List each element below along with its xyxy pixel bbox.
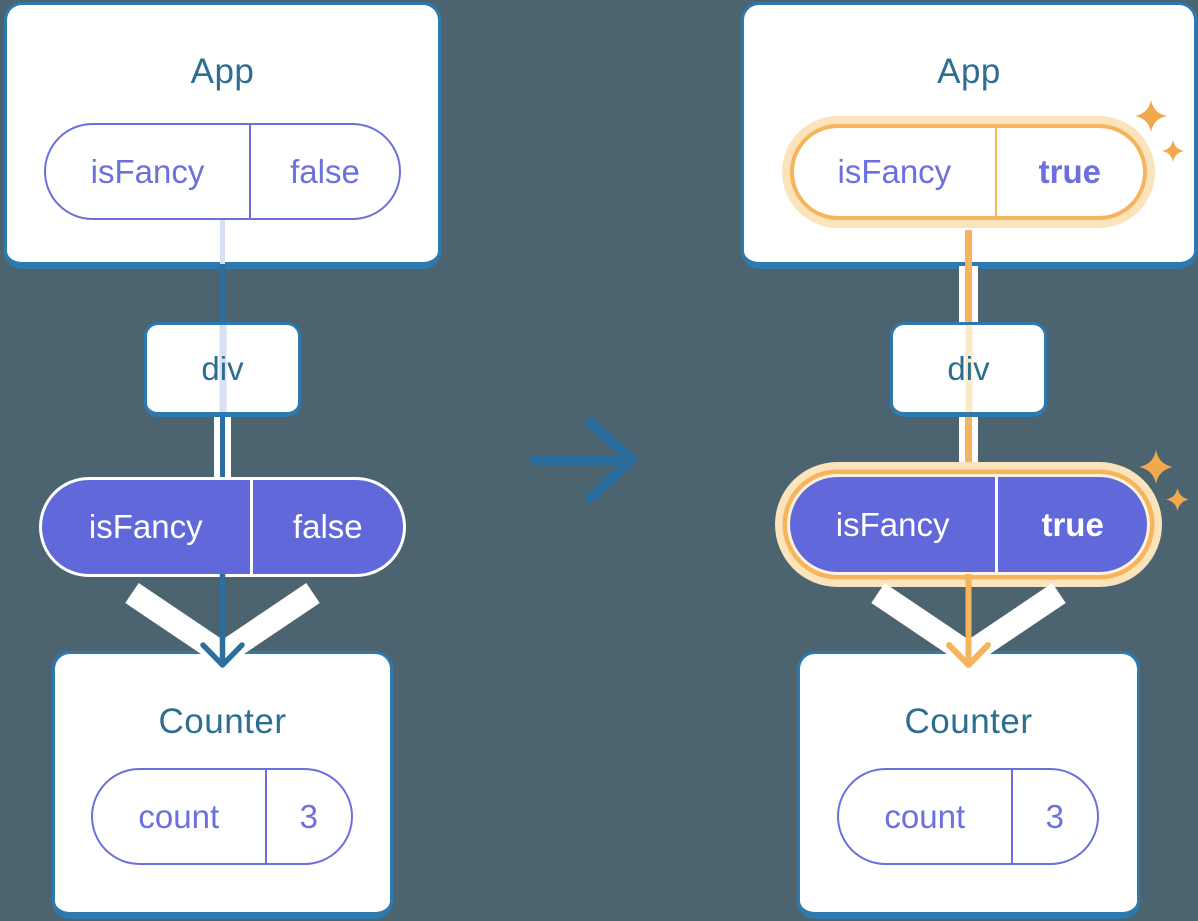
prop-line-inside-app (965, 230, 972, 266)
prop-flow-line-left (959, 266, 965, 322)
sparkle-icon (1139, 450, 1173, 484)
div-to-pill-line (965, 417, 972, 467)
app-card (741, 2, 1197, 269)
passed-prop-pill-highlighted: isFancy true (790, 477, 1147, 572)
div-box: div (144, 322, 301, 417)
app-prop-pill-highlighted: isFancy true (790, 124, 1147, 220)
counter-card (797, 651, 1140, 919)
prop-stripe (219, 325, 226, 412)
prop-flow-line-right (972, 266, 978, 322)
div-label: div (947, 349, 990, 387)
div-label: div (201, 349, 244, 387)
chevron-down-icon (871, 583, 1066, 669)
prop-key: isFancy (794, 128, 997, 216)
chevron-down-icon (125, 583, 320, 669)
prop-flow-line-left (214, 417, 220, 481)
prop-key: isFancy (42, 480, 253, 574)
prop-flow-line-right (225, 417, 231, 481)
prop-flow-line-left (959, 417, 965, 467)
right-arrow-icon (529, 417, 637, 503)
app-to-div-line (965, 266, 972, 322)
state-value: 3 (1045, 797, 1064, 835)
app-card (4, 2, 441, 269)
sparkle-icon (1135, 100, 1167, 132)
counter-card (52, 651, 393, 919)
prop-line-inside-app (220, 220, 225, 264)
state-key: count (93, 770, 267, 863)
prop-key: isFancy (790, 477, 999, 572)
prop-value: false (292, 508, 363, 545)
prop-value: true (1038, 153, 1101, 190)
counter-title: Counter (904, 702, 1033, 741)
app-title: App (937, 52, 1001, 91)
div-to-pill-line (220, 417, 225, 481)
prop-flow-line-right (972, 417, 978, 467)
down-arrow-icon (200, 574, 245, 668)
state-value: 3 (299, 797, 318, 835)
sparkle-icon (1162, 140, 1184, 162)
counter-state-pill: count 3 (91, 768, 353, 865)
app-prop-pill: isFancy false (44, 123, 401, 220)
prop-stripe (965, 325, 972, 412)
counter-state-pill: count 3 (837, 768, 1099, 865)
state-key: count (839, 770, 1013, 863)
down-arrow-icon (946, 574, 991, 668)
prop-value: false (290, 152, 360, 190)
prop-key: isFancy (46, 125, 251, 218)
passed-prop-pill: isFancy false (42, 480, 403, 574)
app-title: App (190, 52, 255, 91)
app-to-div-line (220, 264, 225, 322)
counter-title: Counter (158, 702, 287, 741)
div-box: div (890, 322, 1047, 417)
sparkle-icon (1166, 488, 1189, 511)
prop-value: true (1041, 505, 1104, 543)
